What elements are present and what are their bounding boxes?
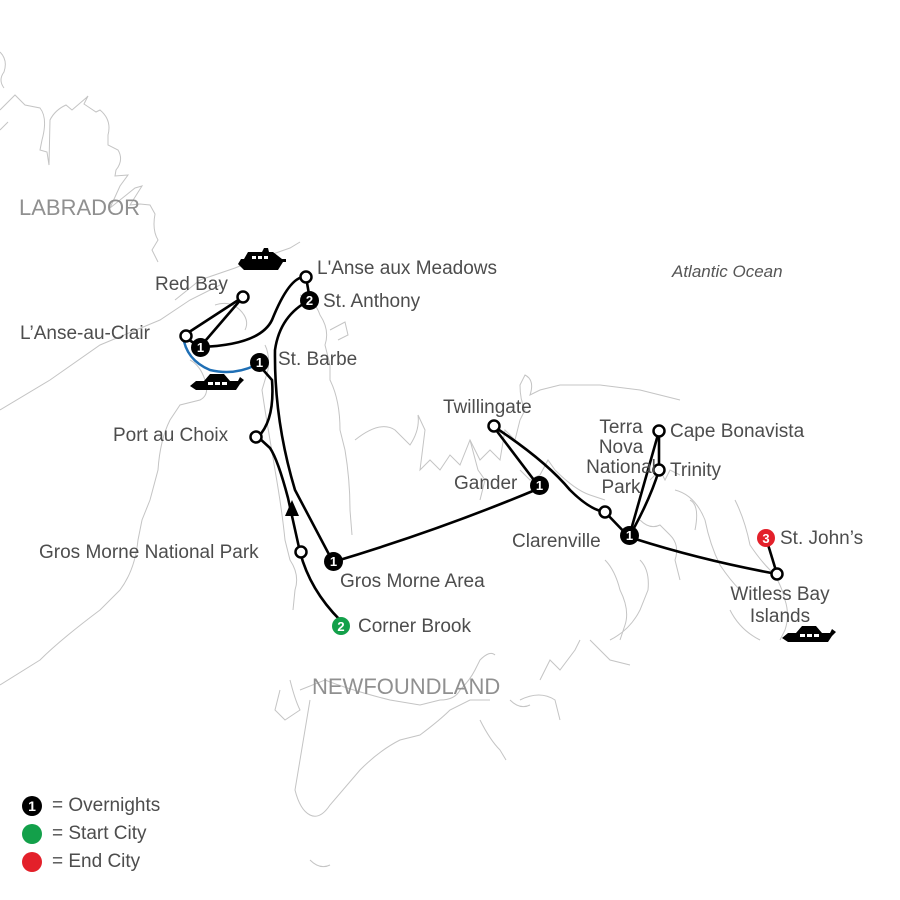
- marker-lanse-au-clair-overnight[interactable]: 1: [191, 338, 210, 357]
- label-terra-nova: Terra Nova National Park: [586, 418, 668, 498]
- label-red-bay: Red Bay: [155, 274, 228, 295]
- ferry-icon: [238, 248, 286, 270]
- marker-port-au-choix[interactable]: [249, 430, 263, 444]
- marker-lanse-aux-meadows[interactable]: [299, 270, 313, 284]
- label-witless-bay: Witless Bay Islands: [718, 584, 842, 628]
- marker-red-bay[interactable]: [236, 290, 250, 304]
- marker-st-anthony[interactable]: 2: [300, 291, 319, 310]
- marker-corner-brook[interactable]: 2: [332, 617, 350, 635]
- region-label-newfoundland: NEWFOUNDLAND: [312, 674, 501, 699]
- label-corner-brook: Corner Brook: [358, 616, 471, 637]
- label-trinity: Trinity: [670, 460, 722, 481]
- marker-trinity[interactable]: [652, 463, 666, 477]
- ocean-label: Atlantic Ocean: [672, 262, 783, 281]
- region-label-labrador: LABRADOR: [19, 195, 141, 220]
- label-lanse-aux-meadows: L'Anse aux Meadows: [317, 258, 498, 279]
- label-twillingate: Twillingate: [443, 397, 532, 418]
- marker-st-barbe[interactable]: 1: [250, 353, 269, 372]
- label-witless-line1: Witless Bay: [730, 584, 830, 605]
- tour-route: [182, 275, 779, 621]
- marker-gander[interactable]: 1: [530, 476, 549, 495]
- label-gander: Gander: [454, 473, 518, 494]
- marker-lanse-au-clair[interactable]: [179, 329, 193, 343]
- label-gros-morne-area: Gros Morne Area: [340, 571, 485, 592]
- label-terra-nova-line3: National: [586, 457, 656, 478]
- visit-markers: [179, 270, 784, 581]
- marker-st-johns[interactable]: 3: [757, 529, 775, 547]
- end-city-icon: [22, 852, 42, 872]
- marker-witless-bay[interactable]: [770, 567, 784, 581]
- legend-start: = Start City: [22, 820, 160, 848]
- legend-end: = End City: [22, 848, 160, 876]
- label-gros-morne-np: Gros Morne National Park: [39, 542, 259, 563]
- ferry-route: [181, 335, 259, 374]
- marker-gros-morne-np[interactable]: [294, 545, 308, 559]
- label-clarenville: Clarenville: [512, 531, 601, 552]
- marker-terra-nova[interactable]: [598, 505, 612, 519]
- start-city-icon: [22, 824, 42, 844]
- label-terra-nova-line4: Park: [601, 477, 641, 498]
- ferry-icon: [782, 626, 836, 642]
- marker-twillingate[interactable]: [487, 419, 501, 433]
- legend-end-label: = End City: [52, 851, 141, 872]
- label-st-barbe: St. Barbe: [278, 349, 358, 370]
- legend-start-label: = Start City: [52, 823, 147, 844]
- legend-overnights-label: = Overnights: [52, 795, 161, 816]
- label-lanse-au-clair: L’Anse-au-Clair: [20, 323, 150, 344]
- label-terra-nova-line1: Terra: [599, 417, 643, 438]
- label-witless-line2: Islands: [749, 606, 811, 627]
- marker-cape-bonavista[interactable]: [652, 424, 666, 438]
- label-st-anthony: St. Anthony: [323, 291, 421, 312]
- overnight-marker-icon: 1: [22, 796, 42, 816]
- label-port-au-choix: Port au Choix: [113, 425, 229, 446]
- map-legend: 1 = Overnights = Start City = End City: [22, 792, 160, 876]
- legend-overnights: 1 = Overnights: [22, 792, 160, 820]
- ferry-icon: [190, 374, 244, 390]
- label-st-johns: St. John’s: [780, 528, 864, 549]
- marker-clarenville[interactable]: 1: [620, 526, 639, 545]
- direction-arrow-icon: [285, 500, 299, 516]
- label-terra-nova-line2: Nova: [598, 437, 644, 458]
- label-cape-bonavista: Cape Bonavista: [670, 421, 805, 442]
- marker-gros-morne-area[interactable]: 1: [324, 552, 343, 571]
